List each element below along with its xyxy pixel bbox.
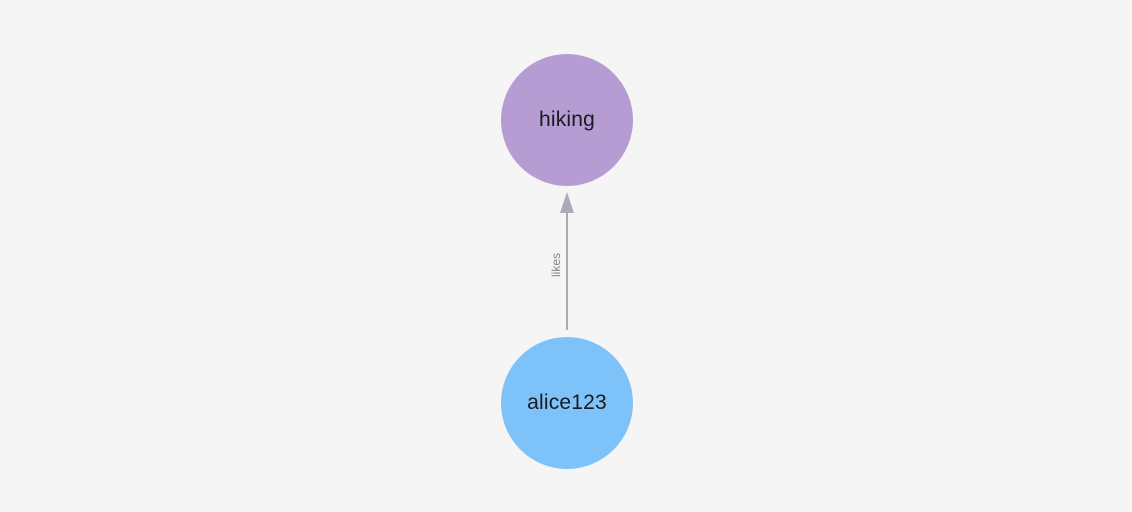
node-alice123[interactable]: alice123: [501, 337, 633, 469]
node-hiking[interactable]: hiking: [501, 54, 633, 186]
node-alice123-label: alice123: [527, 391, 607, 414]
edge-label: likes: [549, 253, 563, 278]
edge-line[interactable]: [566, 210, 568, 330]
node-hiking-label: hiking: [538, 108, 596, 131]
arrowhead-up-icon: [560, 192, 574, 213]
